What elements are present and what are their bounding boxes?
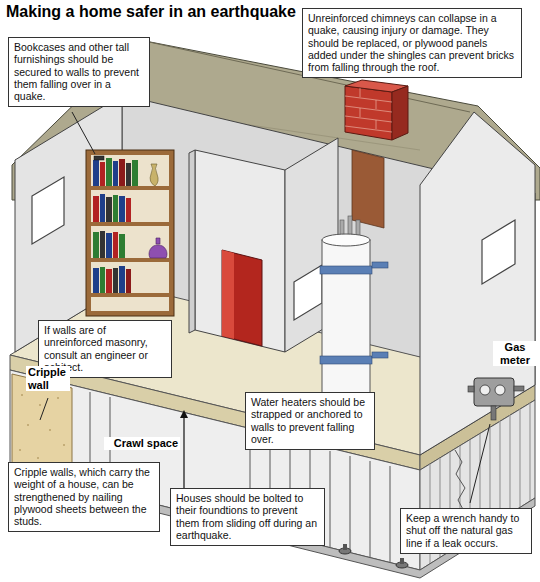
callout-box: Keep a wrench handy to shut off the natu… <box>400 508 532 554</box>
plywood-grain <box>19 394 65 459</box>
chimney-front <box>345 86 392 140</box>
leader-line <box>72 112 95 154</box>
callout-text: Bookcases and other tall furnishings sho… <box>14 41 144 102</box>
leader-line <box>40 398 48 420</box>
callout-box: Unreinforced chimneys can collapse in a … <box>302 8 522 78</box>
partition-edge <box>189 150 195 333</box>
callout-text: Keep a wrench handy to shut off the natu… <box>406 512 526 549</box>
callout-text: Water heaters should be strapped or anch… <box>251 396 369 445</box>
gas-meter <box>468 378 524 420</box>
water-heater <box>320 216 388 418</box>
part-label: Gas meter <box>493 341 537 366</box>
part-label: Cripple wall <box>26 366 70 391</box>
crawl-space <box>10 370 420 570</box>
part-label: Crawl space <box>104 437 180 450</box>
doorway-side <box>222 250 234 339</box>
brick-lines <box>345 88 392 132</box>
anchor-bolts <box>339 544 408 568</box>
bookcase <box>86 150 174 316</box>
callout-box: Cripple walls, which carry the weight of… <box>8 462 160 532</box>
window <box>32 177 64 244</box>
diagram-title: Making a home safer in an earthquake <box>6 3 296 21</box>
callout-text: Cripple walls, which carry the weight of… <box>14 466 154 527</box>
right-wall <box>420 112 535 455</box>
callout-box: Houses should be bolted to their foundti… <box>170 488 325 546</box>
window <box>294 265 322 320</box>
callout-box: Water heaters should be strapped or anch… <box>245 392 375 450</box>
chimney-interior <box>352 150 384 228</box>
chimney-side <box>392 86 408 140</box>
callout-text: Unreinforced chimneys can collapse in a … <box>308 12 516 73</box>
doorway <box>222 250 262 346</box>
window <box>482 220 515 284</box>
leader-line <box>470 424 490 503</box>
callout-box: Bookcases and other tall furnishings sho… <box>8 37 150 107</box>
callout-text: Houses should be bolted to their foundti… <box>176 492 319 541</box>
partition-wall <box>195 150 285 352</box>
